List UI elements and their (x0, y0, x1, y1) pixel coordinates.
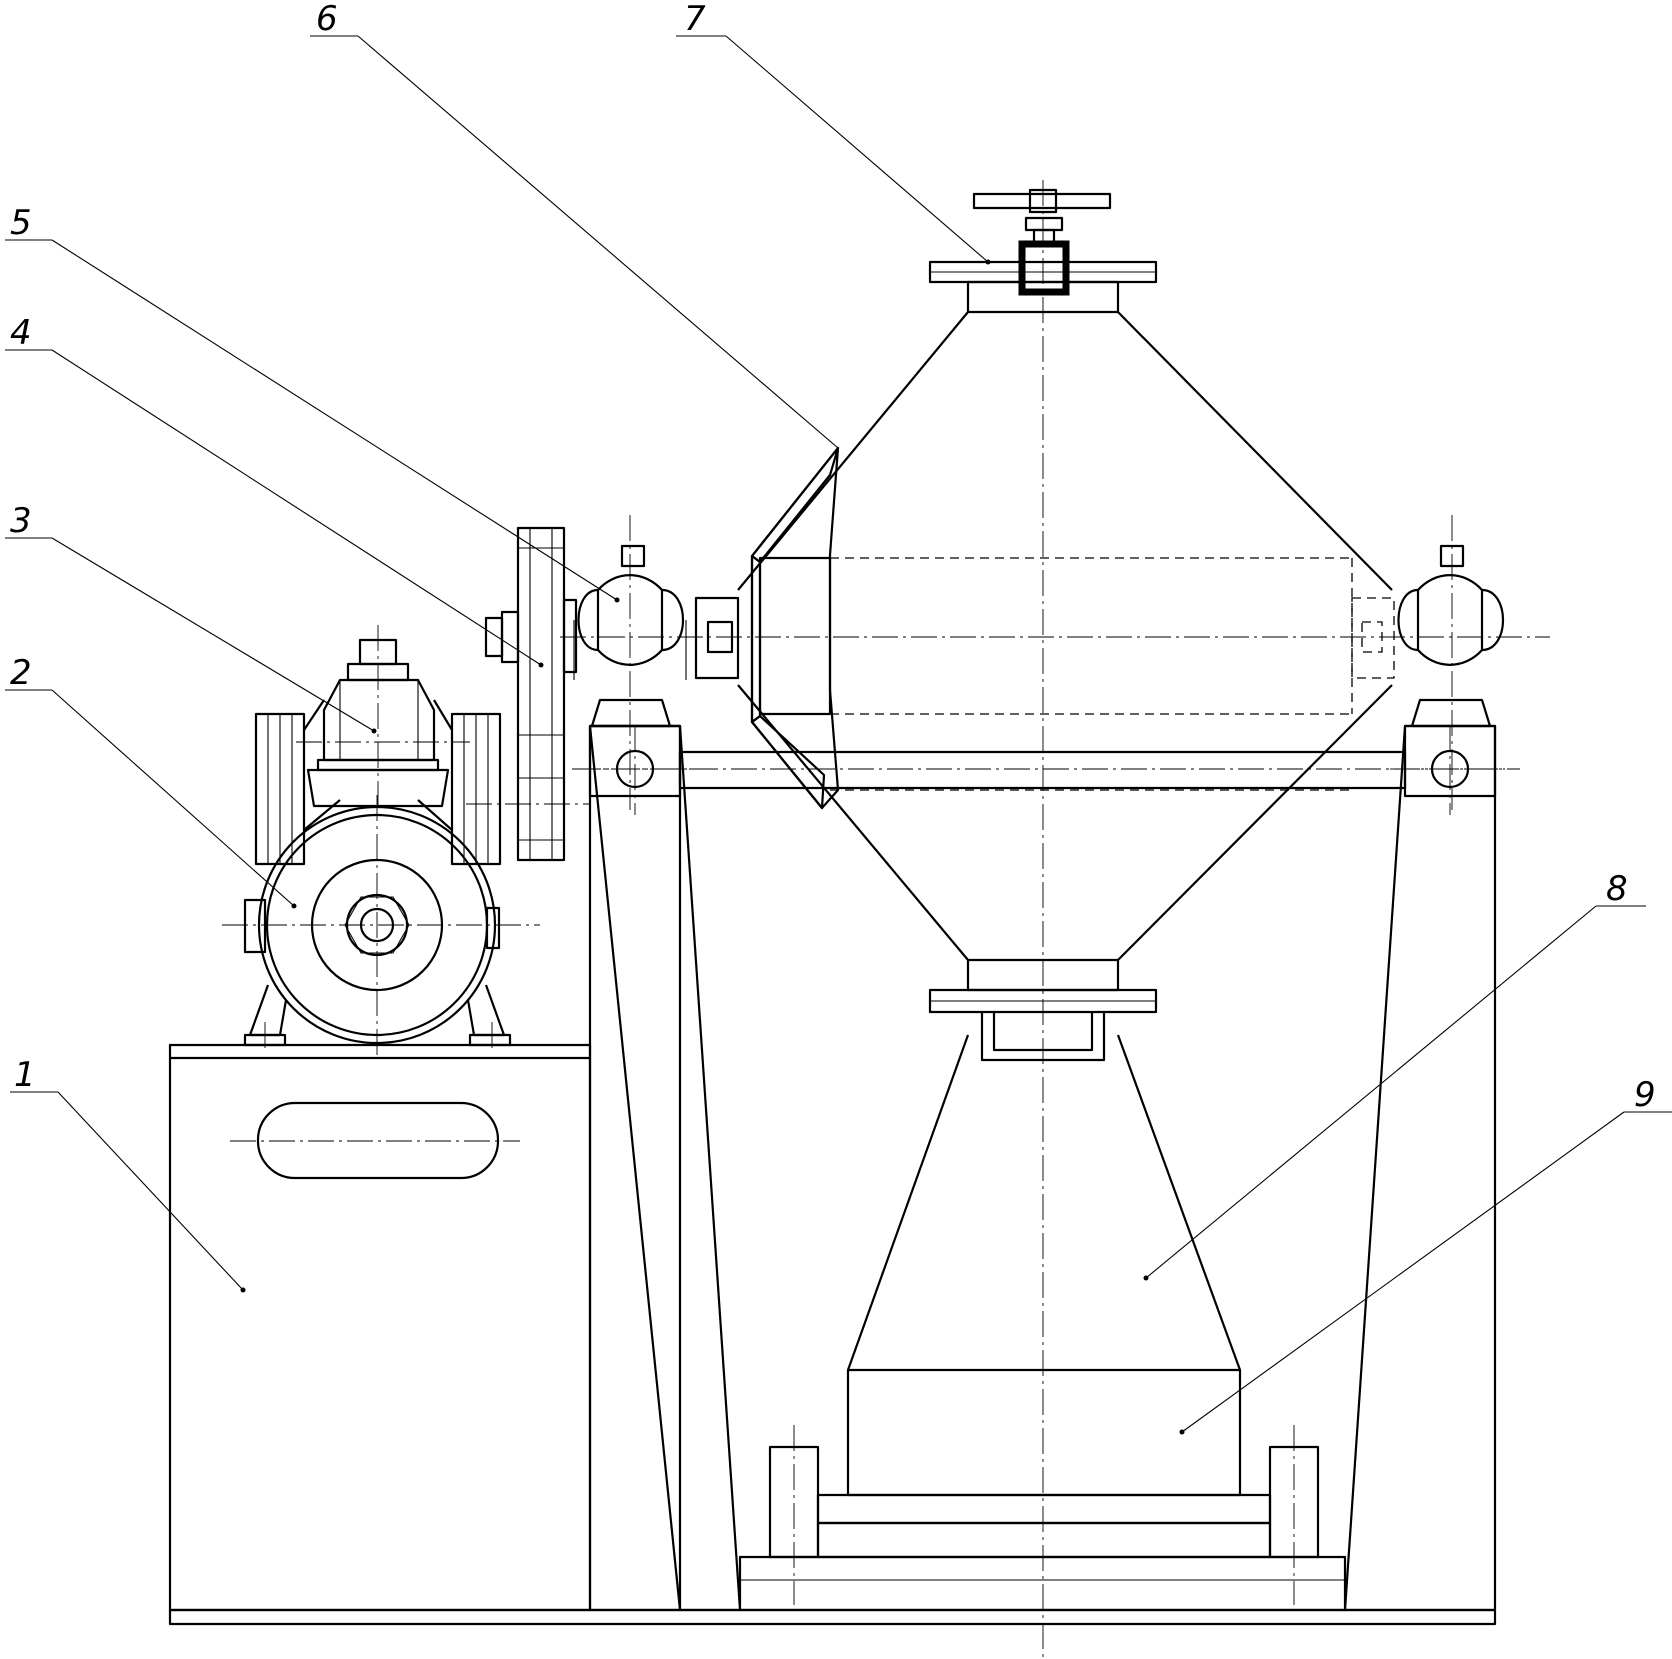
centerlines (560, 180, 1550, 1659)
callout-5: 5 (10, 203, 32, 243)
callout-4: 4 (10, 313, 32, 353)
support-frame (572, 724, 1520, 1612)
double-cone-vessel (737, 280, 1393, 992)
gear-reducer (254, 625, 502, 866)
base-plate (168, 1608, 1497, 1626)
callout-1: 1 (14, 1055, 36, 1095)
drive-cabinet (168, 1043, 592, 1612)
shaft-left (694, 596, 740, 680)
callout-8: 8 (1606, 869, 1628, 909)
shaft-right-hidden (1351, 597, 1395, 679)
callout-9: 9 (1634, 1075, 1656, 1115)
callout-3: 3 (10, 501, 32, 541)
receiving-hopper (846, 1034, 1242, 1371)
top-valve (928, 188, 1158, 296)
handle-slot (256, 1101, 500, 1180)
callout-2: 2 (10, 653, 32, 693)
collection-container (768, 1368, 1320, 1605)
callout-leaders (5, 35, 1672, 1435)
callout-7: 7 (684, 0, 706, 39)
bearing-housing-right (1397, 515, 1504, 810)
callout-labels: 1 2 3 4 5 6 7 8 9 (10, 0, 1656, 1115)
drive-sprocket (466, 526, 590, 862)
callout-6: 6 (316, 0, 338, 39)
bearing-housing-left (573, 515, 687, 810)
electric-motor (222, 795, 540, 1055)
